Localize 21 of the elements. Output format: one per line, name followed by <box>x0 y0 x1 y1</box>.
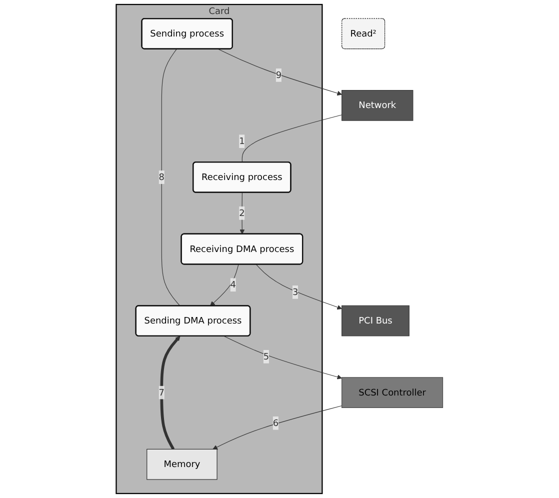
edge-label: 7 <box>158 386 165 398</box>
edge-label: 5 <box>263 351 270 362</box>
edge-label: 6 <box>272 417 279 428</box>
connector <box>242 114 342 163</box>
arrow <box>210 264 239 306</box>
arrow <box>160 336 180 450</box>
edge-label: 2 <box>239 208 245 218</box>
edge-label: 4 <box>230 279 236 290</box>
edge-label: 3 <box>292 286 298 298</box>
arrow <box>218 48 342 96</box>
edge-label: 1 <box>239 136 245 146</box>
connector <box>161 48 180 306</box>
node-box: Network <box>342 90 414 121</box>
edge-label: 8 <box>158 172 165 182</box>
node-box: Memory <box>146 448 218 480</box>
node-box: SCSI Controller <box>342 377 444 408</box>
arrow <box>224 336 342 380</box>
edge-label: 9 <box>276 70 282 80</box>
node-box: PCI Bus <box>342 305 410 336</box>
arrow <box>256 264 342 310</box>
arrow <box>212 406 342 450</box>
